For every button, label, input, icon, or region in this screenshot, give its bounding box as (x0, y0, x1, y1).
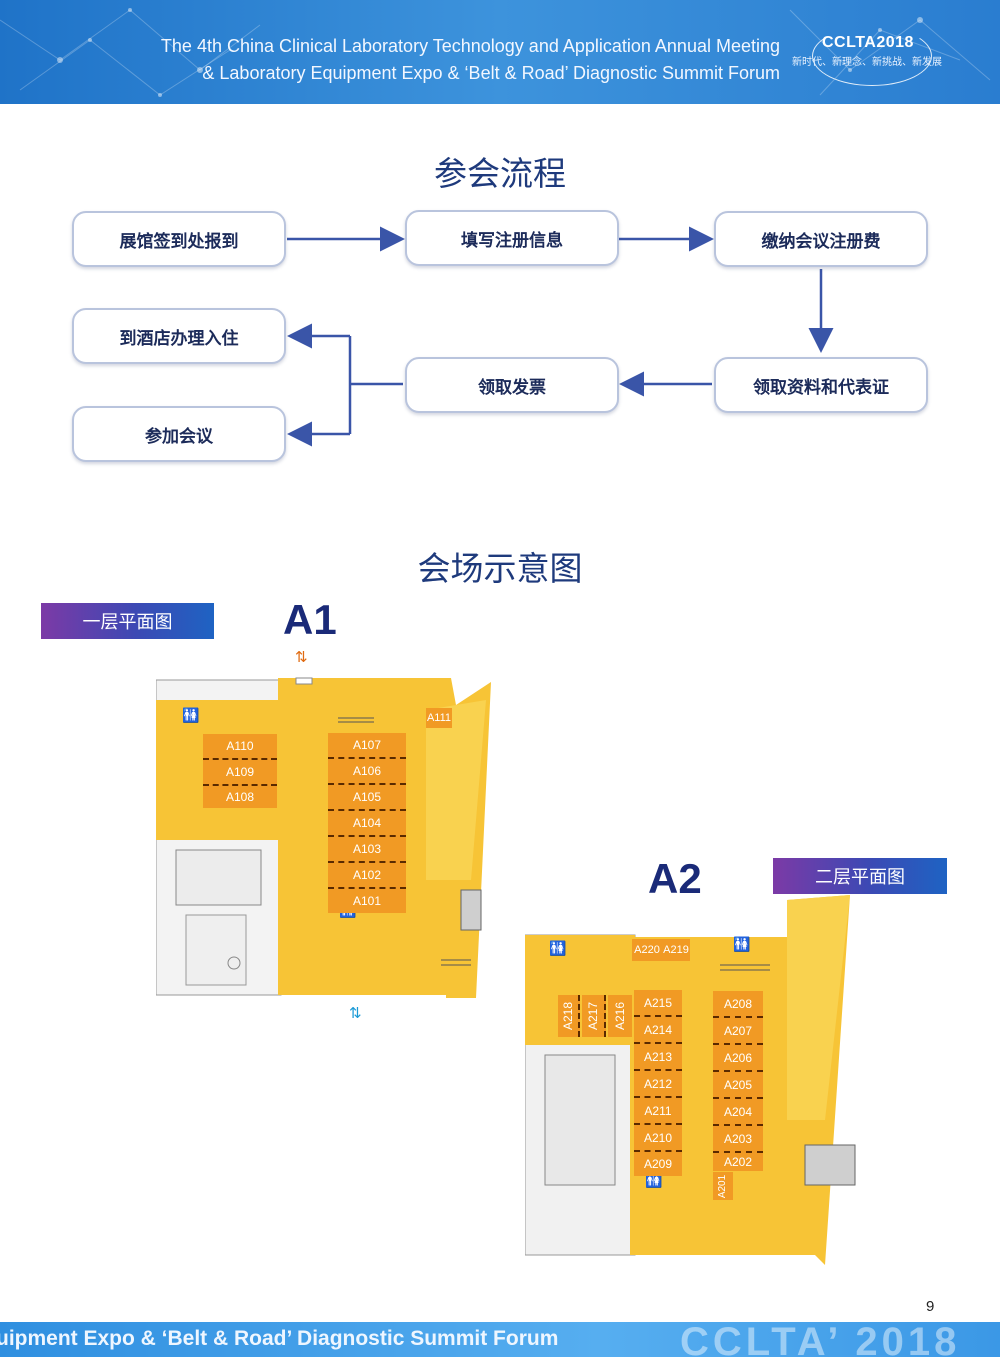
room-a109: A109 (203, 760, 277, 786)
cclta-logo: CCLTA2018 新时代、新理念、新挑战、新发展 (790, 26, 970, 92)
floor1-tag: 一层平面图 (41, 603, 214, 639)
floor2-tag: 二层平面图 (773, 858, 947, 894)
room-a220: A220 (632, 939, 662, 961)
room-a218: A218 (558, 995, 580, 1037)
room-a215: A215 (634, 990, 682, 1017)
room-a206: A206 (713, 1045, 763, 1072)
svg-text:🚻: 🚻 (733, 936, 750, 953)
room-a102: A102 (328, 863, 406, 889)
floor1-plan: 🚻 🚻 A110 A109 A108 A107 A106 A105 A104 A… (156, 648, 496, 1022)
step-attend: 参加会议 (72, 406, 286, 462)
room-a103: A103 (328, 837, 406, 863)
room-a216-label: A216 (613, 1001, 627, 1031)
room-a208: A208 (713, 991, 763, 1018)
floor1-label: A1 (283, 596, 337, 643)
step-checkin: 展馆签到处报到 (72, 211, 286, 267)
process-title: 参会流程 (434, 154, 566, 193)
step-hotel: 到酒店办理入住 (72, 308, 286, 364)
header-title: The 4th China Clinical Laboratory Techno… (161, 33, 780, 87)
room-a217-label: A217 (586, 1001, 600, 1031)
step-registration: 填写注册信息 (405, 210, 619, 266)
header-banner: The 4th China Clinical Laboratory Techno… (0, 0, 1000, 104)
room-a209: A209 (634, 1152, 682, 1176)
floor2-label: A2 (648, 855, 702, 902)
step-invoice: 领取发票 (405, 357, 619, 413)
room-a218-label: A218 (561, 1001, 575, 1031)
room-a108: A108 (203, 786, 277, 808)
room-a214: A214 (634, 1017, 682, 1044)
footer-watermark: CCLTA’ 2018 (680, 1322, 961, 1357)
header-title-line1: The 4th China Clinical Laboratory Techno… (160, 36, 780, 56)
room-a210: A210 (634, 1125, 682, 1152)
room-a104: A104 (328, 811, 406, 837)
room-a204: A204 (713, 1099, 763, 1126)
room-a213: A213 (634, 1044, 682, 1071)
room-a211: A211 (634, 1098, 682, 1125)
room-a207: A207 (713, 1018, 763, 1045)
room-a219: A219 (662, 939, 690, 961)
page-number: 9 (926, 1298, 935, 1315)
entrance-arrow-bottom-icon: ⇅ (349, 1004, 362, 1022)
logo-slogan: 新时代、新理念、新挑战、新发展 (792, 57, 942, 68)
room-a110: A110 (203, 734, 277, 760)
room-a205: A205 (713, 1072, 763, 1099)
floor2-plan: 🚻 🚻 🚻 A220 A219 A218 A217 A216 A215 A214… (525, 895, 865, 1275)
entrance-arrow-top-icon: ⇅ (295, 648, 308, 666)
room-a201-label: A201 (717, 1174, 729, 1198)
svg-text:🚻: 🚻 (182, 707, 199, 724)
room-a217: A217 (582, 995, 606, 1037)
room-a105: A105 (328, 785, 406, 811)
svg-text:🚻: 🚻 (549, 940, 566, 957)
footer-banner: uipment Expo & ‘Belt & Road’ Diagnostic … (0, 1322, 1000, 1357)
floor2-map: 🚻 🚻 🚻 (525, 895, 856, 1265)
room-a203: A203 (713, 1126, 763, 1153)
room-a107: A107 (328, 733, 406, 759)
room-a216: A216 (608, 995, 632, 1037)
flow-arrows (287, 226, 834, 447)
room-a201: A201 (713, 1172, 733, 1200)
room-a202: A202 (713, 1153, 763, 1171)
venue-title: 会场示意图 (417, 549, 583, 588)
room-a101: A101 (328, 889, 406, 913)
logo-text: CCLTA2018 (822, 34, 914, 51)
footer-text: uipment Expo & ‘Belt & Road’ Diagnostic … (0, 1327, 559, 1350)
header-title-line2: & Laboratory Equipment Expo & ‘Belt & Ro… (202, 63, 780, 83)
step-payment: 缴纳会议注册费 (714, 211, 928, 267)
svg-text:🚻: 🚻 (645, 1172, 662, 1189)
room-a111: A111 (426, 708, 452, 728)
room-a212: A212 (634, 1071, 682, 1098)
room-a106: A106 (328, 759, 406, 785)
logo-ring (812, 26, 932, 86)
step-materials: 领取资料和代表证 (714, 357, 928, 413)
